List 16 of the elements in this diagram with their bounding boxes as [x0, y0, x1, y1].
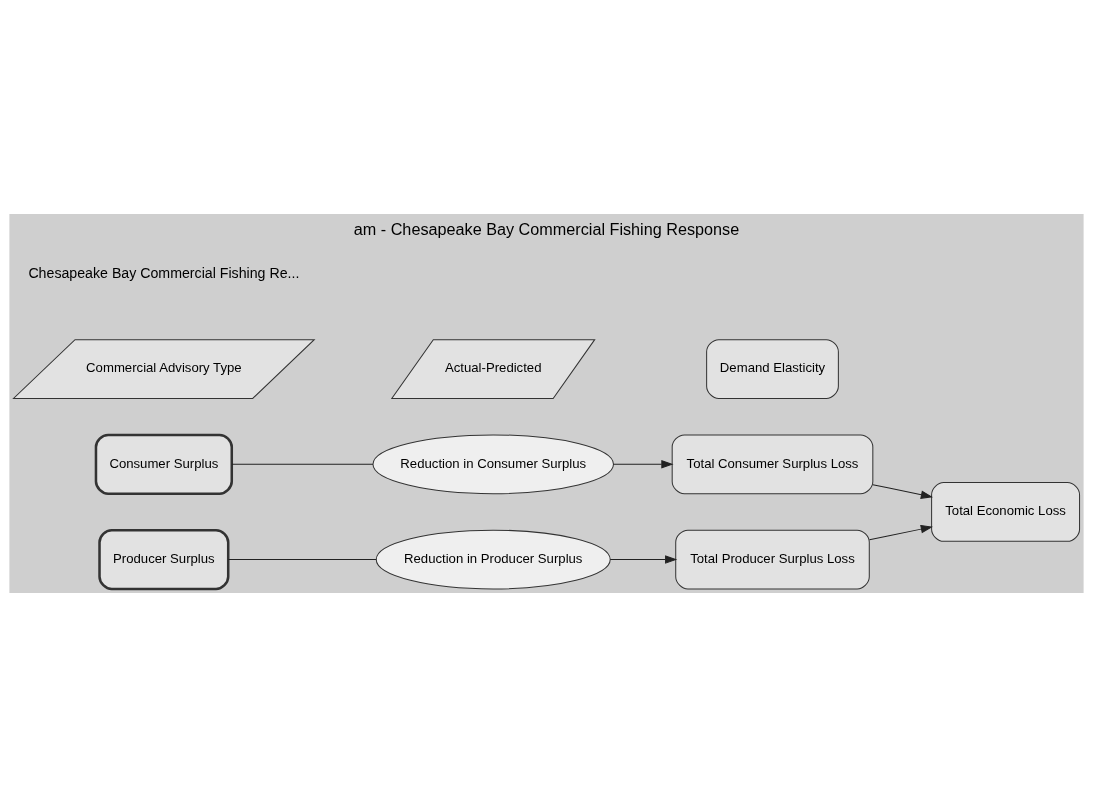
arrow [869, 524, 933, 540]
node-ellipse: Reduction in Producer Surplus [375, 529, 611, 589]
arrow [612, 459, 674, 469]
node-box: Consumer Surplus [94, 433, 234, 495]
node-box: Total Economic Loss [931, 481, 1081, 542]
node-box: Total Consumer Surplus Loss [671, 433, 874, 494]
node-box: Producer Surplus [98, 528, 230, 590]
label: Chesapeake Bay Commercial Fishing Re... [28, 264, 300, 281]
node-box: Demand Elasticity [706, 338, 839, 399]
arrow [609, 554, 678, 564]
connector [227, 558, 377, 560]
connector [231, 463, 374, 465]
arrow [872, 483, 933, 499]
node-ellipse: Reduction in Consumer Surplus [372, 433, 614, 494]
node-box: Total Producer Surplus Loss [675, 529, 870, 589]
diagram-title: am - Chesapeake Bay Commercial Fishing Response [353, 219, 740, 238]
